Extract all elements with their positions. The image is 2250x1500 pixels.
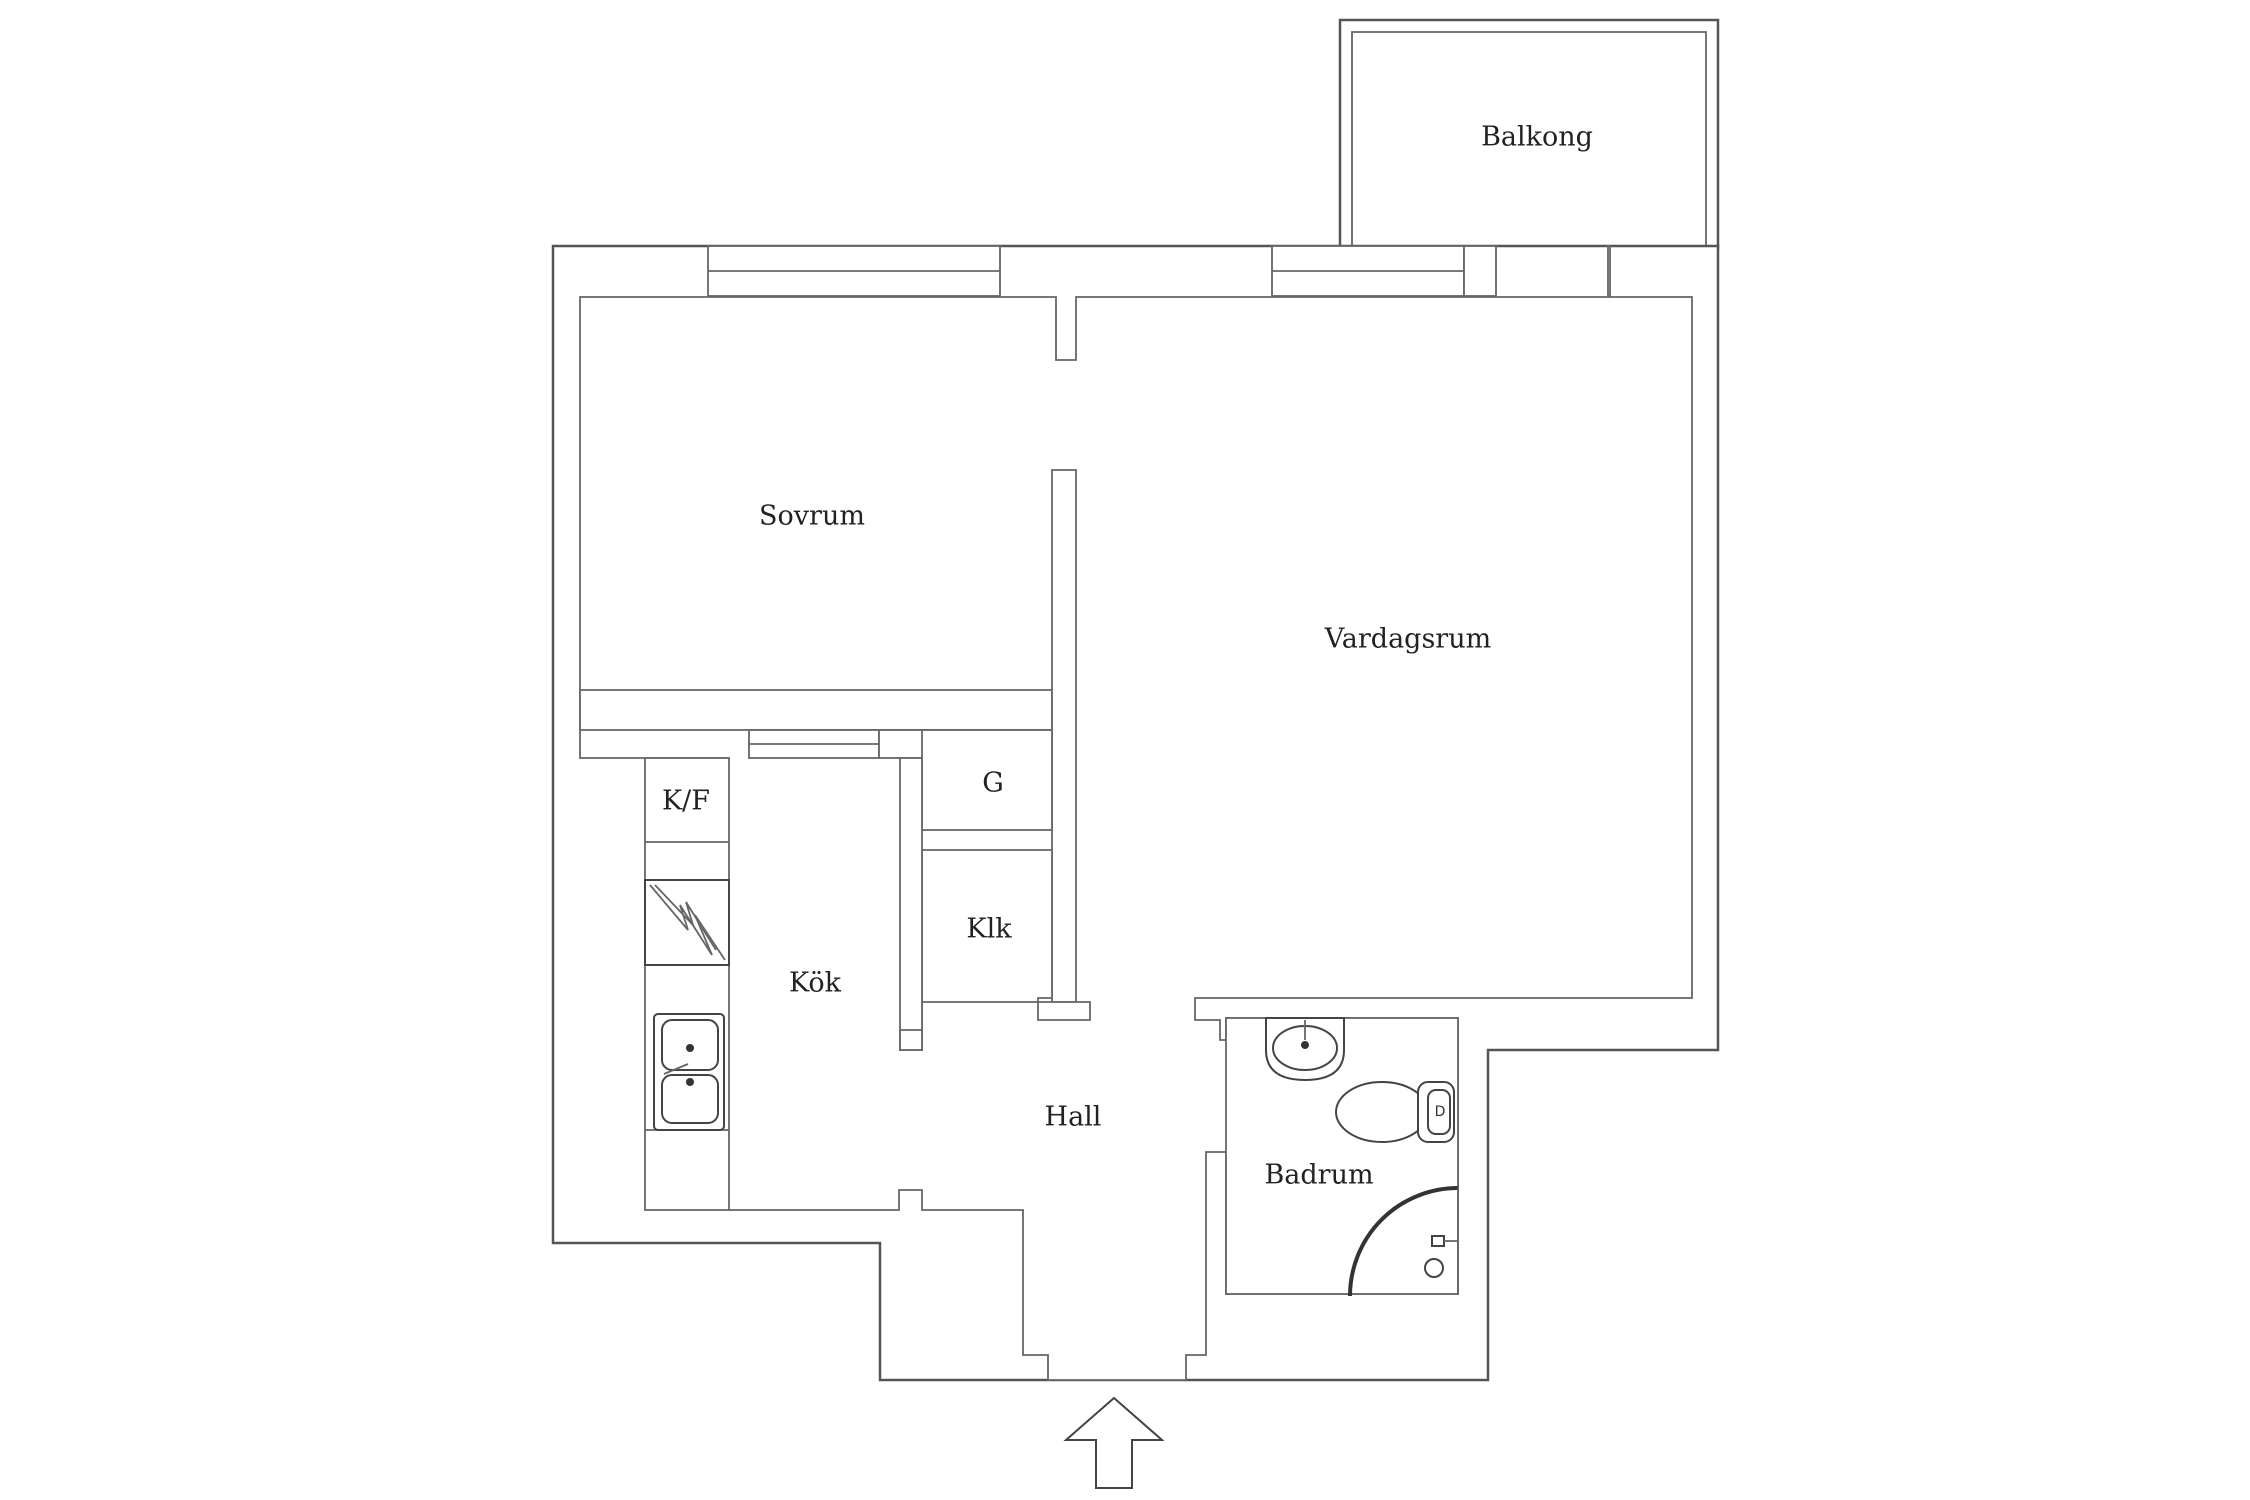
windows-top [707,245,1611,297]
label-balkong: Balkong [1481,122,1593,153]
label-g: G [982,768,1004,799]
label-hall: Hall [1045,1102,1102,1133]
kitchen-sink-icon [653,1013,725,1131]
stove-icon [644,879,730,966]
label-kf: K/F [662,786,710,817]
label-kok: Kök [789,968,842,999]
closet-klk [899,757,1053,1051]
label-klk: Klk [966,914,1012,945]
label-vardagsrum: Vardagsrum [1324,624,1491,655]
label-badrum: Badrum [1264,1160,1373,1191]
svg-text:D: D [1435,1104,1446,1120]
closet-g [921,729,1053,831]
entrance-arrow-icon [1063,1396,1165,1489]
balcony [1338,18,1720,250]
washbasin-icon [1265,1017,1345,1082]
toilet-icon: D [1335,1081,1455,1143]
shower-icon [1348,1186,1459,1297]
label-sovrum: Sovrum [759,501,865,532]
kitchen-counter [644,757,730,1211]
